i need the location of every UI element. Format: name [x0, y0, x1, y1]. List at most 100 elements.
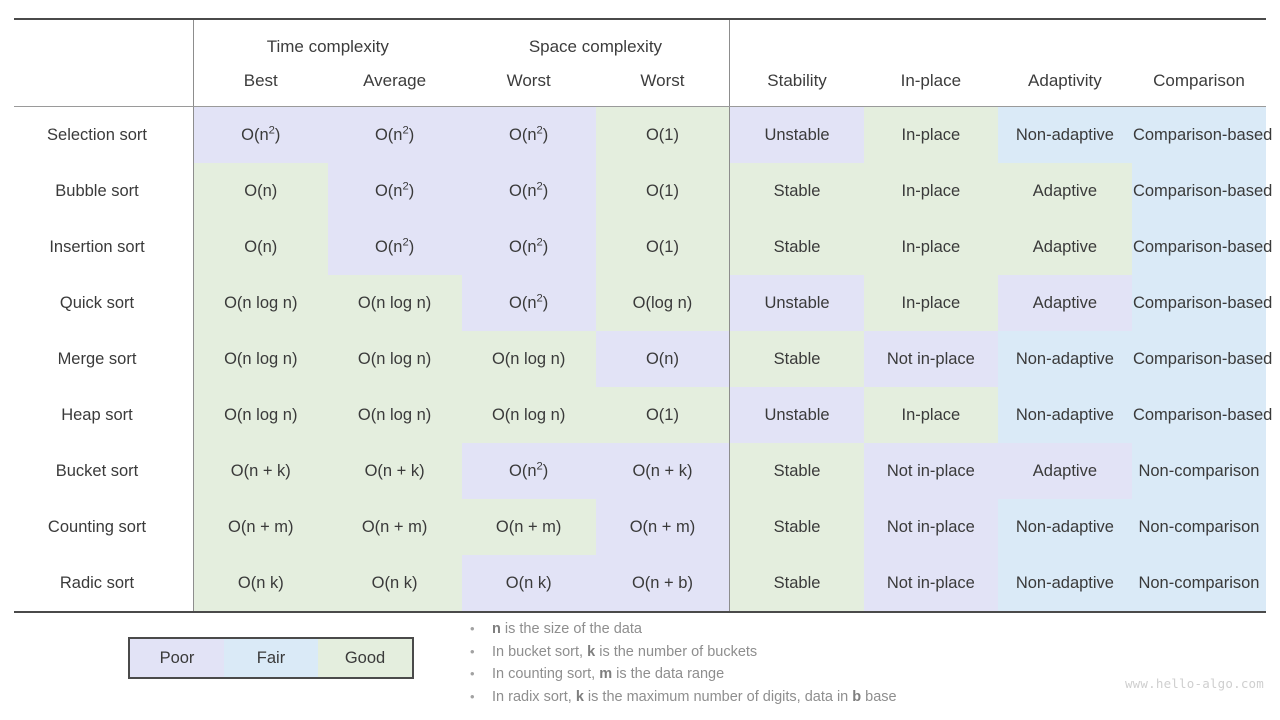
column-header-worst-time: Worst	[461, 59, 596, 107]
legend: Poor Fair Good	[128, 637, 414, 679]
note-text: In counting sort, m is the data range	[492, 666, 725, 682]
cell-stability: Unstable	[729, 275, 864, 331]
cell-in-place: Not in-place	[863, 443, 998, 499]
bullet-icon: •	[470, 688, 475, 704]
cell-worst-time: O(n log n)	[461, 387, 596, 443]
cell-best: O(n k)	[192, 555, 328, 613]
cell-comparison: Comparison-based	[1131, 219, 1272, 275]
cell-best: O(n + k)	[192, 443, 328, 499]
exponent: 2	[268, 124, 275, 136]
cell-average: O(n2)	[327, 106, 462, 163]
cell-worst-space: O(1)	[595, 387, 730, 443]
group-header-blank	[14, 18, 194, 59]
cell-stability: Stable	[729, 499, 864, 555]
cell-average: O(n log n)	[327, 331, 462, 387]
group-header-properties	[729, 18, 1266, 59]
algorithm-name-cell: Selection sort	[14, 106, 194, 163]
cell-comparison: Non-comparison	[1131, 499, 1266, 555]
note-text: In radix sort, k is the maximum number o…	[492, 688, 897, 705]
note-item: • In radix sort, k is the maximum number …	[470, 686, 897, 709]
exponent: 2	[402, 180, 409, 192]
cell-worst-space: O(1)	[595, 106, 730, 163]
column-header-adaptivity: Adaptivity	[997, 59, 1132, 107]
cell-average: O(n + m)	[327, 499, 462, 555]
exponent: 2	[536, 460, 543, 472]
note-item: • In counting sort, m is the data range	[470, 663, 897, 686]
algorithm-name-cell: Insertion sort	[14, 219, 194, 275]
exponent: 2	[536, 124, 543, 136]
cell-best: O(n log n)	[192, 275, 328, 331]
cell-worst-time: O(n2)	[461, 163, 596, 219]
algorithm-name-cell: Heap sort	[14, 387, 194, 443]
watermark: www.hello-algo.com	[1124, 676, 1264, 691]
cell-comparison: Comparison-based	[1131, 163, 1272, 219]
cell-adaptivity: Non-adaptive	[997, 387, 1132, 443]
cell-worst-time: O(n2)	[461, 219, 596, 275]
cell-in-place: In-place	[863, 275, 998, 331]
cell-stability: Unstable	[729, 387, 864, 443]
sub-header-row: Best Average Worst Worst Stability In-pl…	[14, 59, 1266, 107]
cell-in-place: In-place	[863, 106, 998, 163]
cell-worst-time: O(n2)	[461, 106, 596, 163]
cell-comparison: Comparison-based	[1131, 106, 1272, 163]
cell-comparison: Comparison-based	[1131, 331, 1272, 387]
algorithm-name-cell: Bubble sort	[14, 163, 194, 219]
cell-worst-space: O(n + m)	[595, 499, 730, 555]
group-header-time-complexity: Time complexity	[192, 18, 462, 59]
cell-best: O(n)	[192, 163, 328, 219]
cell-stability: Stable	[729, 163, 864, 219]
cell-in-place: Not in-place	[863, 555, 998, 613]
column-header-average: Average	[327, 59, 462, 107]
legend-swatch-good: Good	[318, 639, 412, 677]
cell-in-place: In-place	[863, 387, 998, 443]
cell-adaptivity: Non-adaptive	[997, 499, 1132, 555]
cell-stability: Stable	[729, 443, 864, 499]
exponent: 2	[536, 236, 543, 248]
cell-worst-time: O(n k)	[461, 555, 596, 613]
table-head: Time complexity Space complexity Best Av…	[14, 18, 1266, 107]
cell-stability: Stable	[729, 555, 864, 613]
cell-worst-space: O(log n)	[595, 275, 730, 331]
cell-best: O(n)	[192, 219, 328, 275]
notes-list: •n is the size of the data•In bucket sor…	[470, 618, 897, 708]
cell-adaptivity: Non-adaptive	[997, 555, 1132, 613]
cell-stability: Unstable	[729, 106, 864, 163]
cell-worst-space: O(n + b)	[595, 555, 730, 613]
algorithm-name-cell: Radic sort	[14, 555, 194, 613]
exponent: 2	[402, 124, 409, 136]
cell-worst-space: O(n + k)	[595, 443, 730, 499]
cell-worst-time: O(n log n)	[461, 331, 596, 387]
cell-adaptivity: Adaptive	[997, 163, 1132, 219]
column-header-stability: Stability	[729, 59, 864, 107]
cell-in-place: Not in-place	[863, 499, 998, 555]
note-text: In bucket sort, k is the number of bucke…	[492, 643, 758, 660]
cell-average: O(n k)	[327, 555, 462, 613]
cell-average: O(n log n)	[327, 387, 462, 443]
cell-in-place: Not in-place	[863, 331, 998, 387]
bullet-icon: •	[470, 666, 475, 681]
exponent: 2	[536, 292, 543, 304]
group-header-row: Time complexity Space complexity	[14, 18, 1266, 59]
cell-comparison: Comparison-based	[1131, 275, 1272, 331]
algorithm-name-cell: Bucket sort	[14, 443, 194, 499]
cell-adaptivity: Adaptive	[997, 275, 1132, 331]
cell-average: O(n + k)	[327, 443, 462, 499]
exponent: 2	[536, 180, 543, 192]
cell-adaptivity: Adaptive	[997, 219, 1132, 275]
cell-best: O(n2)	[192, 106, 328, 163]
note-item: •In bucket sort, k is the number of buck…	[470, 641, 897, 664]
cell-average: O(n log n)	[327, 275, 462, 331]
cell-in-place: In-place	[863, 219, 998, 275]
exponent: 2	[402, 236, 409, 248]
cell-in-place: In-place	[863, 163, 998, 219]
cell-worst-time: O(n + m)	[461, 499, 596, 555]
cell-comparison: Non-comparison	[1131, 555, 1266, 613]
